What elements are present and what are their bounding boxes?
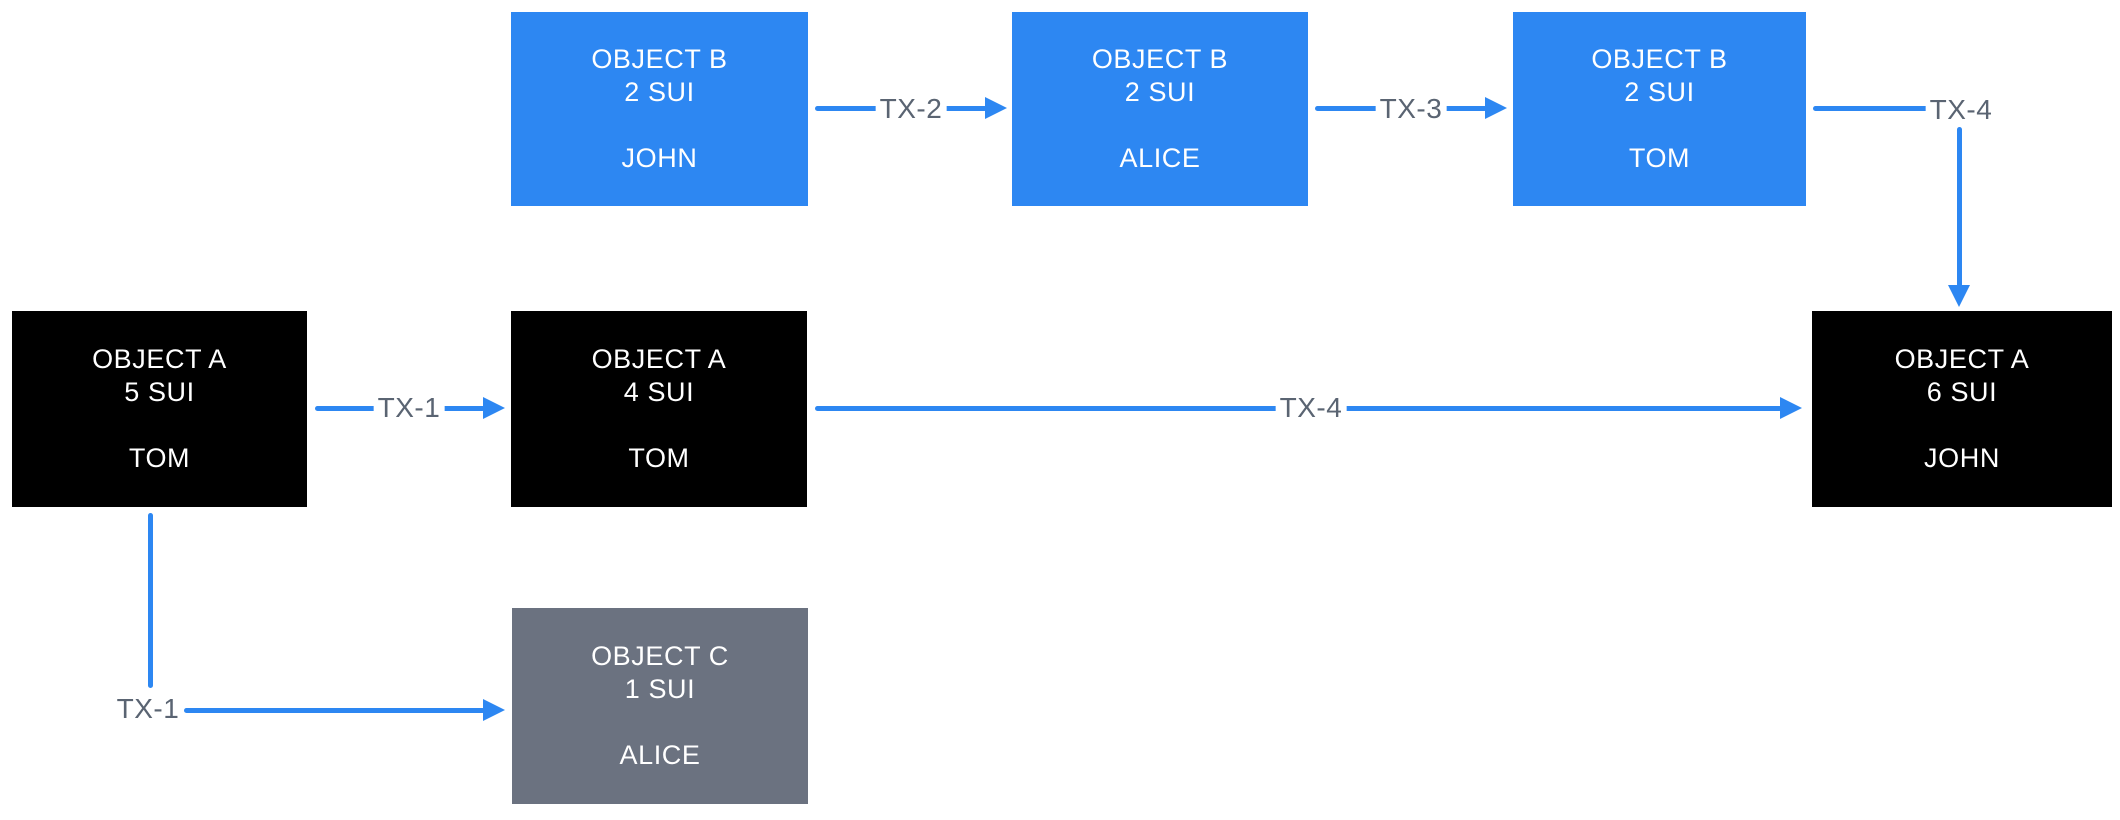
object-title: OBJECT B bbox=[1091, 44, 1229, 74]
object-title: OBJECT A bbox=[591, 344, 727, 374]
object-title: OBJECT B bbox=[591, 44, 728, 74]
object-amount: 2 SUI bbox=[624, 77, 695, 107]
object-owner: ALICE bbox=[1119, 143, 1201, 173]
object-amount: 1 SUI bbox=[624, 674, 696, 704]
object-owner: TOM bbox=[628, 443, 690, 473]
object-owner: JOHN bbox=[621, 143, 698, 173]
arrow-line bbox=[1813, 105, 1930, 111]
object-title: OBJECT C bbox=[591, 641, 729, 671]
arrowhead-right-icon bbox=[483, 699, 505, 721]
arrow-line bbox=[147, 513, 153, 688]
tx-label: TX-3 bbox=[1375, 93, 1447, 125]
arrow-line bbox=[1956, 127, 1962, 287]
object-title: OBJECT A bbox=[1894, 344, 2030, 374]
arrowhead-right-icon bbox=[483, 397, 505, 419]
object-owner: JOHN bbox=[1924, 443, 2000, 473]
object-owner: TOM bbox=[128, 443, 191, 473]
tx-label: TX-2 bbox=[875, 93, 947, 125]
arrow-line bbox=[184, 707, 485, 713]
object-amount: 2 SUI bbox=[1124, 77, 1196, 107]
arrowhead-right-icon bbox=[1485, 97, 1507, 119]
object-title: OBJECT B bbox=[1591, 44, 1728, 74]
tx-label: TX-4 bbox=[1925, 94, 1997, 126]
object-amount: 2 SUI bbox=[1624, 77, 1695, 107]
arrowhead-right-icon bbox=[1780, 397, 1802, 419]
tx-label: TX-1 bbox=[112, 693, 184, 725]
object-title: OBJECT A bbox=[92, 344, 227, 374]
arrowhead-down-icon bbox=[1948, 285, 1970, 307]
object-owner: ALICE bbox=[619, 740, 701, 770]
object-amount: 4 SUI bbox=[623, 377, 695, 407]
tx-label: TX-4 bbox=[1275, 392, 1347, 424]
object-owner: TOM bbox=[1628, 143, 1691, 173]
object-amount: 6 SUI bbox=[1926, 377, 1998, 407]
arrowhead-right-icon bbox=[985, 97, 1007, 119]
tx-label: TX-1 bbox=[373, 392, 445, 424]
object-amount: 5 SUI bbox=[124, 377, 195, 407]
